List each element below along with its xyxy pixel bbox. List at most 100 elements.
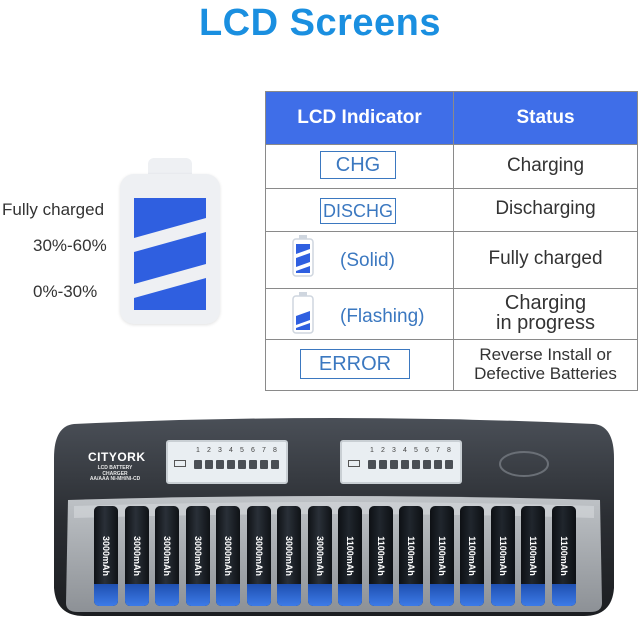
battery-level-legend [120,158,220,324]
lcd-slot-number: 2 [381,447,385,454]
lcd-slot-bar [368,460,376,469]
lcd-slot-bar [434,460,442,469]
lcd-slot-number: 6 [425,447,429,454]
battery-capacity-label: 1100mAh [558,536,569,576]
indicator-chg: CHG [320,151,396,179]
battery-full-icon [292,235,314,282]
page-title: LCD Screens [198,2,442,44]
lcd-slot-number: 7 [262,447,266,454]
status-charging: Charging [506,155,585,176]
battery-stripe [94,584,118,606]
lcd-slot-bar [271,460,279,469]
aaa-battery: 1100mAh [338,506,362,606]
lcd-slot-number: 6 [251,447,255,454]
battery-stripe [246,584,271,606]
lcd-slot-bar [423,460,431,469]
battery-stripe [551,584,576,606]
lcd-slot-number: 7 [436,447,440,454]
battery-stripe [216,584,240,606]
aaa-battery: 1100mAh [521,506,545,606]
lcd-slot-bar [205,460,213,469]
lcd-slot-number: 5 [414,447,418,454]
lcd-slot-bar [412,460,420,469]
battery-capacity-label: 1100mAh [528,536,538,576]
battery-stripe [124,584,149,606]
lcd-slot-number: 4 [229,447,233,454]
status-fully-charged: Fully charged [488,248,603,269]
aaa-battery: 1100mAh [399,506,423,606]
table-divider [266,231,637,232]
lcd-battery-icon [348,460,360,467]
battery-icon [120,174,220,324]
lcd-slot-bar [401,460,409,469]
aa-battery: 3000mAh [94,506,118,606]
table-divider [266,188,637,189]
status-discharging: Discharging [495,198,596,219]
lcd-slot-bar [227,460,235,469]
brand-logo: CITYORK [88,450,146,464]
table-divider [266,144,637,145]
lcd-indicator-table: LCD Indicator Status CHG Charging DISCHG… [265,91,638,391]
indicator-error: ERROR [300,349,410,379]
battery-capacity-label: 3000mAh [284,535,294,577]
status-charging-line1: Charging [504,292,587,314]
battery-capacity-label: 3000mAh [314,535,325,577]
battery-capacity-label: 3000mAh [131,535,142,577]
lcd-slot-number: 3 [218,447,222,454]
table-header-indicator: LCD Indicator [266,92,453,144]
battery-capacity-label: 3000mAh [223,535,233,577]
battery-capacity-label: 1100mAh [467,536,477,576]
legend-level-low: 0%-30% [33,282,98,301]
battery-stripe [155,584,179,606]
battery-stripe [338,584,362,606]
battery-segments [134,198,206,310]
indicator-dischg: DISCHG [320,198,396,224]
lcd-slot-bar [260,460,268,469]
battery-capacity-label: 1100mAh [497,536,508,576]
battery-stripe [429,584,454,606]
indicator-solid: (Solid) [340,250,395,271]
battery-capacity-label: 3000mAh [162,535,172,577]
battery-capacity-label: 3000mAh [101,535,111,577]
table-divider [453,92,454,390]
aa-battery: 3000mAh [307,506,332,606]
battery-stripe [521,584,545,606]
lcd-slot-bar [445,460,453,469]
aaa-battery: 1100mAh [368,506,393,606]
lcd-slot-number: 8 [273,447,277,454]
battery-capacity-label: 1100mAh [345,536,355,576]
battery-charging-icon [292,292,314,339]
battery-cap [148,158,192,178]
aaa-battery: 1100mAh [490,506,515,606]
battery-stripe [490,584,515,606]
battery-capacity-label: 1100mAh [436,536,447,576]
aa-battery: 3000mAh [124,506,149,606]
lcd-slot-bar [216,460,224,469]
lcd-slot-number: 1 [370,447,374,454]
aa-battery: 3000mAh [216,506,240,606]
lcd-slot-number: 8 [447,447,451,454]
lcd-slot-bar [379,460,387,469]
battery-stripe [307,584,332,606]
lcd-slot-bar [249,460,257,469]
aa-battery: 3000mAh [155,506,179,606]
lcd-battery-icon [174,460,186,467]
aa-battery: 3000mAh [246,506,271,606]
status-error-line2: Defective Batteries [474,364,617,383]
lcd-slot-number: 3 [392,447,396,454]
brand-subtitle: LCD BATTERY CHARGER AA/AAA NI-MH/NI-CD [89,465,141,482]
battery-capacity-label: 3000mAh [192,535,203,577]
lcd-slot-bar [390,460,398,469]
lcd-slot-number: 5 [240,447,244,454]
lcd-slot-number: 1 [196,447,200,454]
aaa-battery: 1100mAh [460,506,484,606]
table-divider [266,339,637,340]
battery-stripe [368,584,393,606]
lcd-slot-number: 4 [403,447,407,454]
battery-capacity-label: 1100mAh [375,536,386,576]
battery-stripe [277,584,301,606]
status-error-line1: Reverse Install or [479,345,612,364]
battery-stripe [399,584,423,606]
